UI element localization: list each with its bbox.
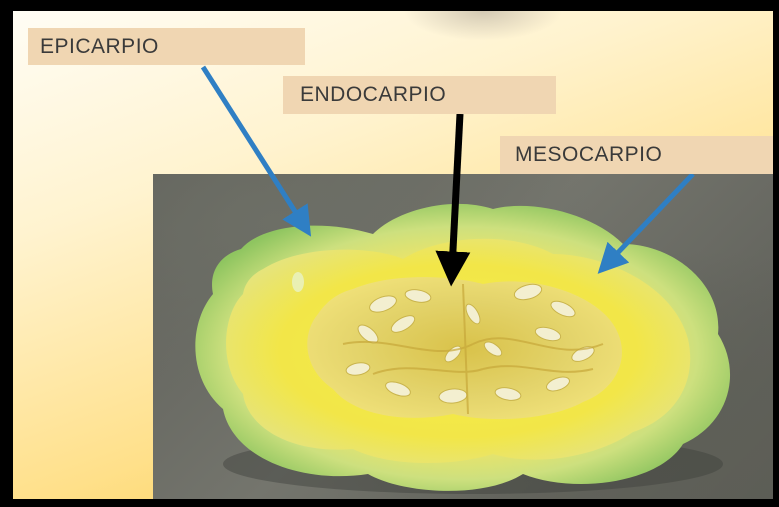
label-endocarpio: ENDOCARPIO <box>283 76 556 114</box>
slide-background: EPICARPIO ENDOCARPIO MESOCARPIO <box>13 11 773 499</box>
label-epicarpio: EPICARPIO <box>28 28 305 65</box>
mesocarpio-arrow <box>608 174 693 263</box>
endocarpio-arrow <box>452 114 460 269</box>
label-mesocarpio: MESOCARPIO <box>500 136 773 174</box>
